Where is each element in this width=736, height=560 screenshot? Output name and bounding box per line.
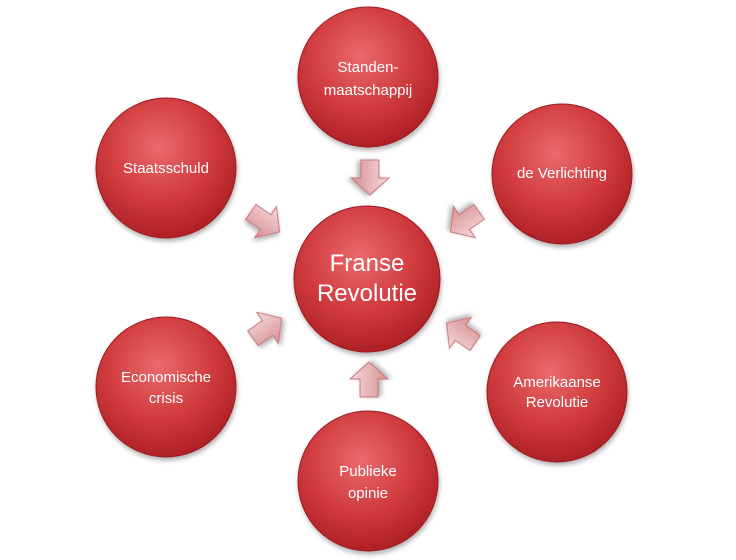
cause-label-standen-line-2: maatschappij: [324, 82, 412, 99]
arrow-from-amerikaanse: [445, 316, 481, 352]
cause-label-publieke-line-1: Publieke: [339, 463, 397, 480]
arrow-from-staatsschuld: [245, 203, 281, 239]
cause-label-standen-line-1: Standen-: [338, 59, 399, 76]
cause-node-standen: Standen- maatschappij: [297, 6, 439, 148]
arrow-from-verlichting: [449, 203, 485, 239]
cause-node-publieke: Publieke opinie: [297, 410, 439, 552]
cause-label-amerikaanse-line-2: Revolutie: [526, 394, 589, 411]
cause-label-amerikaanse-line-1: Amerikaanse: [513, 374, 601, 391]
cause-node-economische: Economische crisis: [95, 316, 237, 458]
arrow-from-economische: [247, 311, 283, 347]
arrow-from-publieke: [348, 361, 390, 398]
cause-label-verlichting: de Verlichting: [517, 165, 607, 182]
cause-node-amerikaanse: Amerikaanse Revolutie: [486, 321, 628, 463]
center-node: Franse Revolutie: [293, 205, 441, 353]
cause-node-verlichting: de Verlichting: [491, 103, 633, 245]
cause-node-staatsschuld: Staatsschuld: [95, 97, 237, 239]
cause-label-economische-line-2: crisis: [149, 390, 183, 407]
cause-label-economische-line-1: Economische: [121, 369, 211, 386]
cause-label-staatsschuld: Staatsschuld: [123, 160, 209, 177]
arrows: [245, 159, 485, 398]
cause-label-publieke-line-2: opinie: [348, 485, 388, 502]
center-label-line-2: Revolutie: [317, 280, 417, 307]
arrow-from-standen: [349, 159, 391, 196]
center-label-line-1: Franse: [330, 250, 405, 277]
